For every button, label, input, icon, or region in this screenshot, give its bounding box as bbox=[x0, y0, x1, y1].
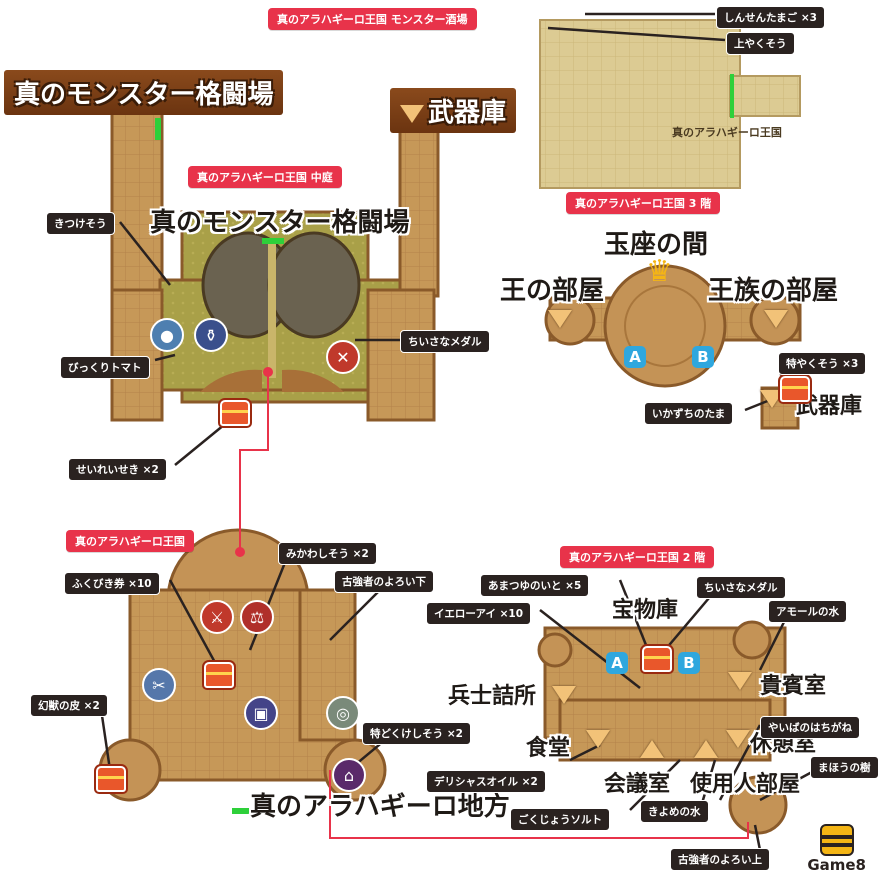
section-tag-kingdom: 真のアラハギーロ王国 bbox=[66, 530, 194, 552]
room-arena-center: 真のモンスター格闘場 bbox=[150, 208, 410, 238]
room-armory-top: 武器庫 bbox=[390, 88, 517, 133]
item-egg: しんせんたまご ×3 bbox=[716, 6, 825, 29]
courtyard-map bbox=[110, 104, 440, 422]
item-small-medal-2: ちいさなメダル bbox=[696, 576, 786, 599]
item-herb-up: 上やくそう bbox=[726, 32, 795, 55]
room-armory-top-label: 武器庫 bbox=[428, 98, 507, 128]
room-servants: 使用人部屋 bbox=[690, 772, 801, 797]
brand-text: Game8 bbox=[807, 856, 866, 874]
stairs-down-icon[interactable] bbox=[728, 672, 752, 690]
item-ikazuchi: いかずちのたま bbox=[644, 402, 734, 425]
stairs-down-icon[interactable] bbox=[726, 730, 750, 748]
section-tag-tavern: 真のアラハギーロ王国 モンスター酒場 bbox=[268, 8, 477, 30]
marker-a: A bbox=[624, 346, 646, 368]
crown-icon: ♛ bbox=[646, 254, 673, 289]
section-tag-floor2: 真のアラハギーロ王国 2 階 bbox=[560, 546, 715, 568]
stairs-up-icon[interactable] bbox=[640, 740, 664, 758]
item-mahou: まほうの樹 bbox=[810, 756, 879, 779]
item-bikkuri: びっくりトマト bbox=[60, 356, 150, 379]
stairs-up-icon[interactable] bbox=[694, 740, 718, 758]
marker-b: B bbox=[692, 346, 714, 368]
bee-icon bbox=[819, 824, 854, 856]
room-dining: 食堂 bbox=[526, 736, 571, 761]
item-shop-icon[interactable]: ⚱ bbox=[194, 318, 228, 352]
item-fukubiki: ふくびき券 ×10 bbox=[64, 572, 160, 595]
chest-icon[interactable] bbox=[96, 766, 126, 792]
stairs-down-icon[interactable] bbox=[764, 310, 788, 328]
room-tavern-exit: 真のアラハギーロ王国 bbox=[672, 126, 782, 139]
chest-icon[interactable] bbox=[220, 400, 250, 426]
kingdom-map bbox=[98, 528, 387, 814]
marker-a-2f: A bbox=[606, 652, 628, 674]
chest-icon[interactable] bbox=[780, 376, 810, 402]
section-tag-courtyard: 真のアラハギーロ王国 中庭 bbox=[188, 166, 342, 188]
item-yaiba: やいばのはちがね bbox=[760, 716, 860, 739]
item-mikawashi: みかわしそう ×2 bbox=[278, 542, 377, 565]
stairs-down-icon[interactable] bbox=[552, 686, 576, 704]
item-deli-oil: デリシャスオイル ×2 bbox=[426, 770, 546, 793]
bank-icon[interactable]: ⚖ bbox=[240, 600, 274, 634]
room-guest: 貴賓室 bbox=[760, 674, 827, 699]
tavern-map bbox=[539, 19, 801, 189]
stairs-down-icon[interactable] bbox=[548, 310, 572, 328]
section-tag-floor3: 真のアラハギーロ王国 3 階 bbox=[566, 192, 721, 214]
item-gokujou: ごくじょうソルト bbox=[510, 808, 610, 831]
route-line bbox=[239, 372, 269, 550]
item-seirei: せいれいせき ×2 bbox=[68, 458, 167, 481]
room-king: 王の部屋 bbox=[500, 276, 605, 306]
item-armor-up: 古強者のよろい上 bbox=[670, 848, 770, 871]
room-meeting: 会議室 bbox=[604, 772, 671, 797]
tailor-icon[interactable]: ✂ bbox=[142, 668, 176, 702]
item-toku-herb: 特やくそう ×3 bbox=[778, 352, 867, 375]
restaurant-icon[interactable]: ✕ bbox=[326, 340, 360, 374]
chest-icon[interactable] bbox=[642, 646, 672, 672]
room-region: 真のアラハギーロ地方 bbox=[250, 792, 510, 822]
vault-icon[interactable]: ▣ bbox=[244, 696, 278, 730]
slime-icon[interactable]: ● bbox=[150, 318, 184, 352]
room-throne: 玉座の間 bbox=[604, 230, 709, 260]
item-kitsuke: きつけそう bbox=[46, 212, 115, 235]
chest-icon[interactable] bbox=[204, 662, 234, 688]
route-line-2 bbox=[329, 770, 749, 839]
room-treasury: 宝物庫 bbox=[612, 598, 679, 623]
room-barracks: 兵士詰所 bbox=[448, 684, 537, 709]
inn-icon[interactable]: ⌂ bbox=[332, 758, 366, 792]
item-armor-down: 古強者のよろい下 bbox=[334, 570, 434, 593]
stairs-down-icon[interactable] bbox=[760, 390, 784, 408]
item-amatsuyu: あまつゆのいと ×5 bbox=[480, 574, 590, 597]
marker-b-2f: B bbox=[678, 652, 700, 674]
room-arena-top: 真のモンスター格闘場 bbox=[4, 70, 284, 115]
well-icon[interactable]: ◎ bbox=[326, 696, 360, 730]
stairs-down-icon[interactable] bbox=[586, 730, 610, 748]
item-genjuu: 幻獣の皮 ×2 bbox=[30, 694, 108, 717]
room-royal: 王族の部屋 bbox=[708, 276, 839, 306]
item-amor-water: アモールの水 bbox=[768, 600, 847, 623]
item-yellow-eye: イエローアイ ×10 bbox=[426, 602, 532, 625]
item-kiyome: きよめの水 bbox=[640, 800, 709, 823]
game8-logo: Game8 bbox=[807, 824, 866, 874]
item-dokukeshi: 特どくけしそう ×2 bbox=[362, 722, 471, 745]
weapon-shop-icon[interactable]: ⚔ bbox=[200, 600, 234, 634]
item-small-medal-1: ちいさなメダル bbox=[400, 330, 490, 353]
